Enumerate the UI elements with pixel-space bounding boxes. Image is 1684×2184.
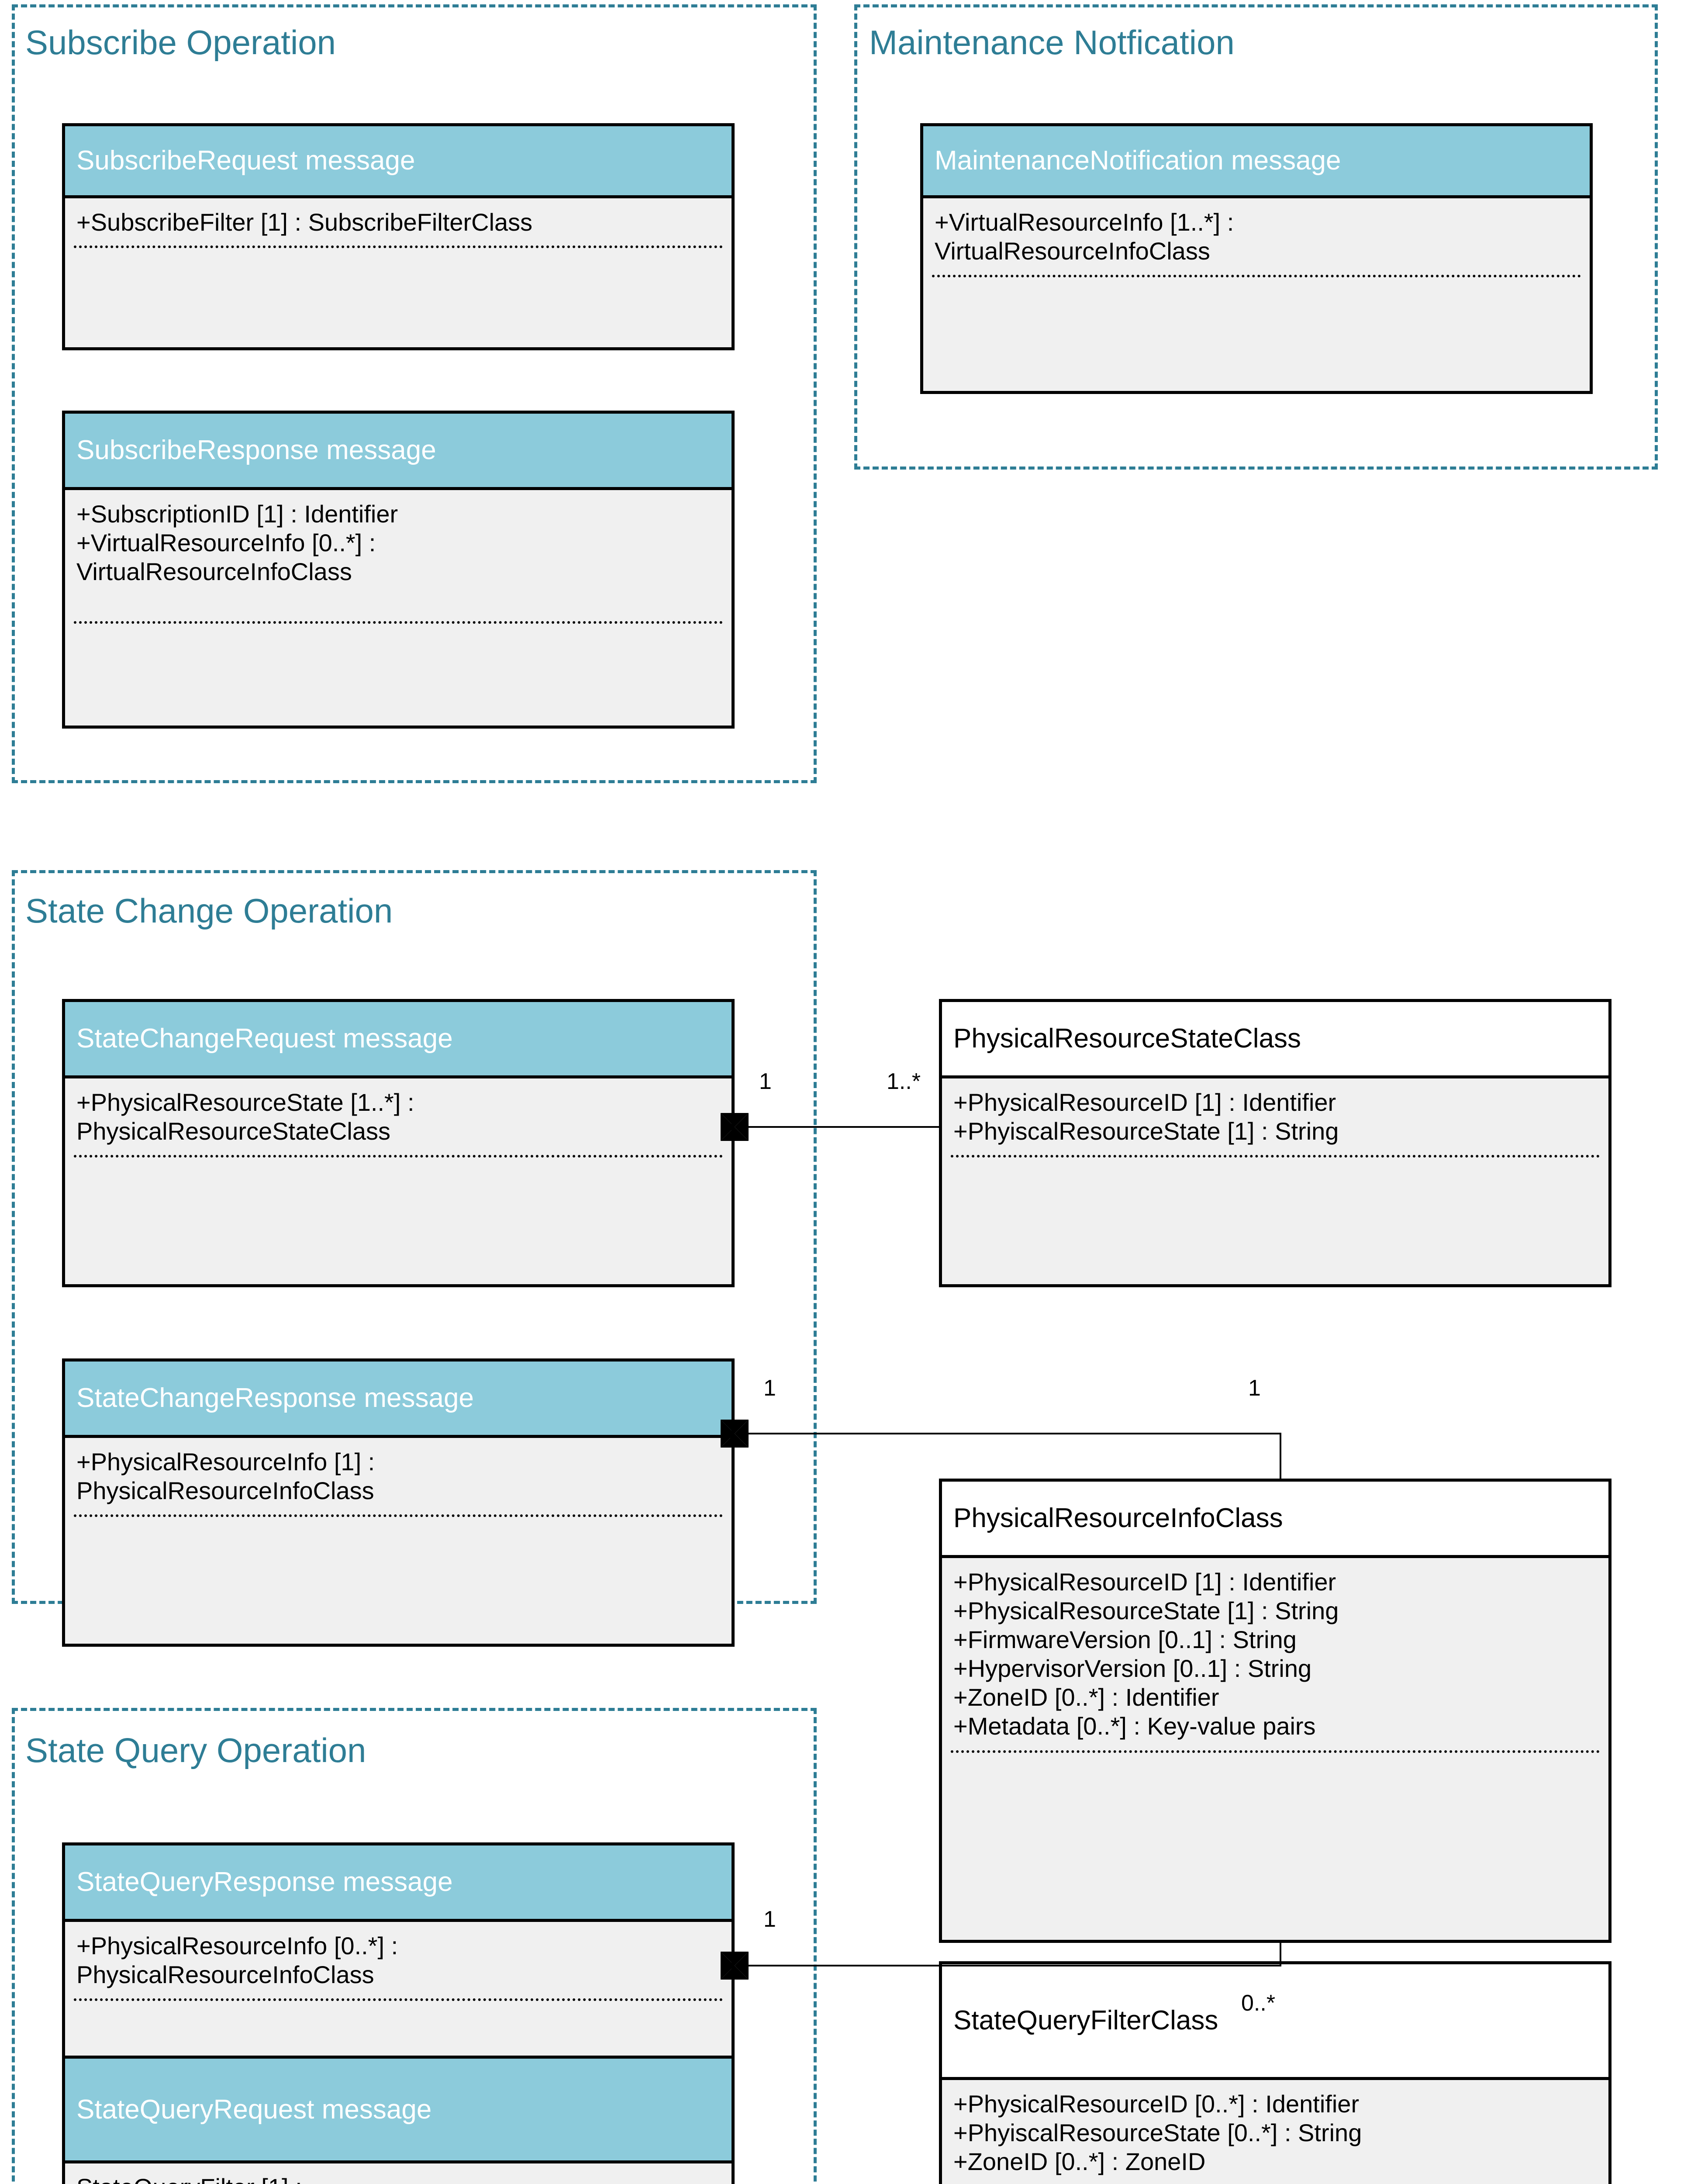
multiplicity-target: 0..* [1241,1990,1276,2016]
attribute: +FirmwareVersion [0..1] : String [953,1626,1297,1654]
multiplicity-source: 1 [759,1069,772,1094]
box-state-query-request: StateQueryRequest message StateQueryFilt… [62,2056,735,2184]
compartment-separator [74,621,723,624]
box-header-state-query-response: StateQueryResponse message [65,1845,732,1922]
box-state-query-filter-class: StateQueryFilterClass +PhysicalResourceI… [939,1961,1612,2184]
attribute: +PhyiscalResourceState [0..*] : String [953,2119,1362,2147]
box-body-physical-resource-info-class: +PhysicalResourceID [1] : Identifier +Ph… [942,1558,1608,1940]
box-body-state-change-request: +PhysicalResourceState [1..*] : Physical… [65,1078,732,1284]
box-body-state-change-response: +PhysicalResourceInfo [1] : PhysicalReso… [65,1438,732,1644]
association-line-state-query-response-h [748,1965,1281,1966]
box-body-maintenance-notification: +VirtualResourceInfo [1..*] : VirtualRes… [923,198,1590,391]
attribute: +VirtualResourceInfo [0..*] : VirtualRes… [76,529,376,586]
compartment-separator [951,1750,1600,1753]
box-title-subscribe-response: SubscribeResponse message [76,435,436,466]
attribute: +PhysicalResourceInfo [1] : PhysicalReso… [76,1448,375,1505]
box-title-physical-resource-info-class: PhysicalResourceInfoClass [953,1503,1283,1534]
aggregation-diamond-state-query-response [721,1952,749,1980]
box-subscribe-response: SubscribeResponse message +SubscriptionI… [62,411,735,729]
attribute: +HypervisorVersion [0..1] : String [953,1655,1312,1683]
compartment-separator [951,1155,1600,1158]
attribute: +SubscribeFilter [1] : SubscribeFilterCl… [76,208,533,236]
group-title-maintenance-notification: Maintenance Notfication [869,23,1235,62]
box-title-subscribe-request: SubscribeRequest message [76,145,415,176]
box-physical-resource-state-class: PhysicalResourceStateClass +PhysicalReso… [939,999,1612,1287]
box-title-state-change-request: StateChangeRequest message [76,1023,453,1054]
box-title-state-change-response: StateChangeResponse message [76,1383,474,1413]
compartment-separator [932,275,1581,277]
box-state-change-response: StateChangeResponse message +PhysicalRes… [62,1358,735,1647]
box-subscribe-request: SubscribeRequest message +SubscribeFilte… [62,123,735,350]
box-header-state-query-filter-class: StateQueryFilterClass [942,1964,1608,2080]
box-physical-resource-info-class: PhysicalResourceInfoClass +PhysicalResou… [939,1479,1612,1943]
compartment-separator [74,1998,723,2001]
box-header-subscribe-request: SubscribeRequest message [65,126,732,198]
compartment-separator [74,1514,723,1517]
multiplicity-source: 1 [763,1907,776,1932]
box-state-change-request: StateChangeRequest message +PhysicalReso… [62,999,735,1287]
multiplicity-target: 1..* [887,1069,921,1094]
association-line-state-change-response-v [1280,1433,1281,1481]
box-maintenance-notification: MaintenanceNotification message +Virtual… [920,123,1593,394]
box-title-state-query-filter-class: StateQueryFilterClass [953,2005,1218,2036]
box-header-subscribe-response: SubscribeResponse message [65,414,732,490]
box-title-state-query-request: StateQueryRequest message [76,2094,432,2125]
box-title-physical-resource-state-class: PhysicalResourceStateClass [953,1023,1301,1054]
box-header-state-query-request: StateQueryRequest message [65,2059,732,2163]
group-subscribe-operation [12,4,817,783]
attribute: +PhyiscalResourceState [1] : String [953,1117,1339,1145]
aggregation-diamond-state-change-response [721,1420,749,1448]
group-maintenance-notification [854,4,1658,470]
attribute: StateQueryFilter [1] : StateQueryFilterC… [76,2173,720,2184]
box-body-physical-resource-state-class: +PhysicalResourceID [1] : Identifier +Ph… [942,1078,1608,1284]
attribute: +PhysicalResourceState [1] : String [953,1597,1339,1625]
box-body-subscribe-request: +SubscribeFilter [1] : SubscribeFilterCl… [65,198,732,347]
box-header-physical-resource-info-class: PhysicalResourceInfoClass [942,1482,1608,1558]
group-title-state-change-operation: State Change Operation [25,892,393,930]
attribute: +PhysicalResourceID [0..*] : Identifier [953,2090,1360,2118]
box-body-subscribe-response: +SubscriptionID [1] : Identifier +Virtua… [65,490,732,726]
attribute: +PhysicalResourceInfo [0..*] : PhysicalR… [76,1932,398,1989]
association-line-state-query-response-v [1280,1941,1281,1966]
aggregation-diamond-state-change-request [721,1113,749,1141]
box-header-state-change-response: StateChangeResponse message [65,1362,732,1438]
attribute: +PhysicalResourceState [1..*] : Physical… [76,1089,414,1145]
association-line-state-change-request [748,1126,940,1128]
box-title-state-query-response: StateQueryResponse message [76,1867,453,1897]
box-header-physical-resource-state-class: PhysicalResourceStateClass [942,1002,1608,1078]
box-body-state-query-request: StateQueryFilter [1] : StateQueryFilterC… [65,2163,732,2184]
multiplicity-target: 1 [1248,1375,1261,1401]
attribute: +ZoneID [0..*] : Identifier [953,1683,1219,1711]
box-title-maintenance-notification: MaintenanceNotification message [935,145,1341,176]
box-header-maintenance-notification: MaintenanceNotification message [923,126,1590,198]
attribute: +PhysicalResourceID [1] : Identifier [953,1089,1336,1116]
attribute: +VirtualResourceInfo [1..*] : VirtualRes… [935,208,1234,265]
attribute: +PhysicalResourceID [1] : Identifier [953,1568,1336,1596]
group-state-query-operation [12,1708,817,2184]
compartment-separator [74,1155,723,1158]
multiplicity-source: 1 [763,1375,776,1401]
group-title-subscribe-operation: Subscribe Operation [25,23,336,62]
association-line-state-change-response-h [748,1433,1281,1434]
group-title-state-query-operation: State Query Operation [25,1731,366,1769]
attribute: +ZoneID [0..*] : ZoneID [953,2148,1206,2176]
compartment-separator [74,245,723,248]
attribute: +Metadata [0..*] : Key-value pairs [953,1712,1316,1740]
box-header-state-change-request: StateChangeRequest message [65,1002,732,1078]
attribute: +SubscriptionID [1] : Identifier [76,500,398,528]
box-body-state-query-filter-class: +PhysicalResourceID [0..*] : Identifier … [942,2080,1608,2184]
